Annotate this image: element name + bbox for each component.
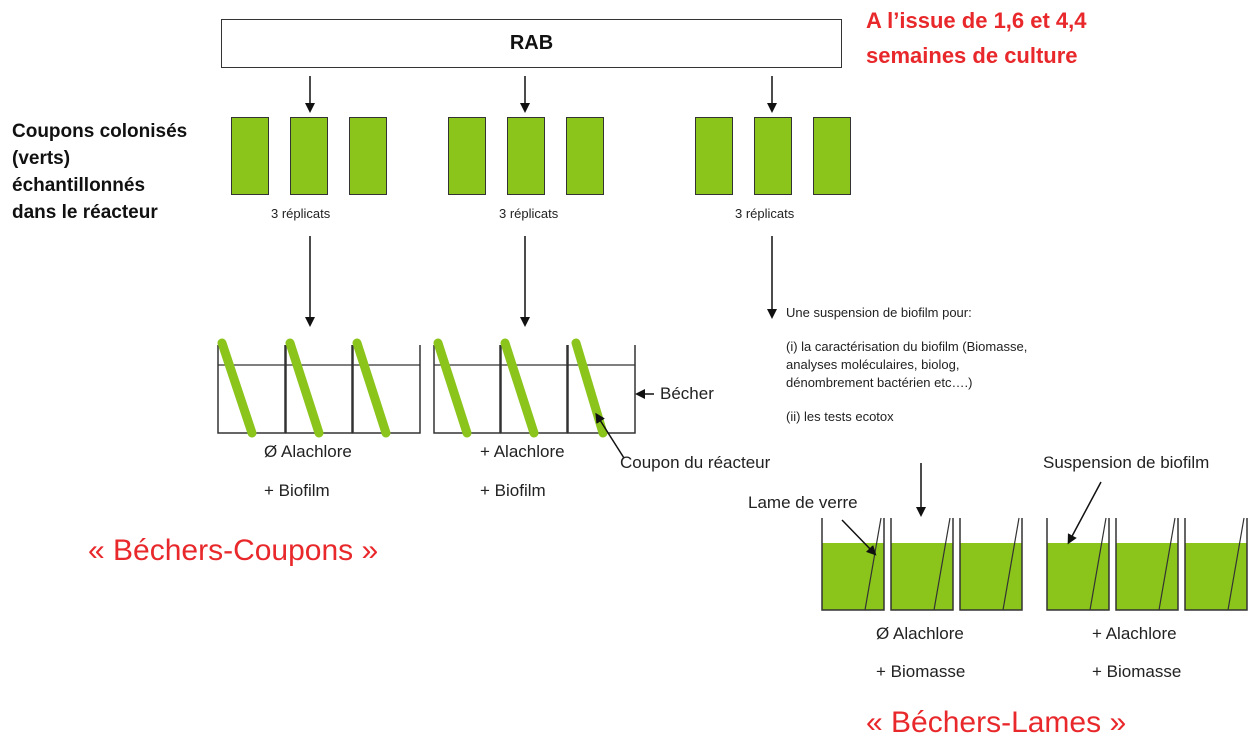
- bechers-lames-title: « Béchers-Lames »: [866, 706, 1127, 739]
- coupon-g1-1: [231, 117, 269, 195]
- lames-group1-line2: + Biomasse: [876, 662, 966, 681]
- coupon-g2-3: [566, 117, 604, 195]
- suspension-line-1: Une suspension de biofilm pour:: [786, 305, 972, 320]
- coupon-g1-3: [349, 117, 387, 195]
- suspension-line-4: dénombrement bactérien etc….): [786, 375, 973, 390]
- pointer-suspension: [1067, 481, 1102, 545]
- left-label-line-3: échantillonnés: [12, 175, 146, 196]
- replicates-label-2: 3 réplicats: [499, 206, 559, 221]
- coupons-group1-line2: + Biofilm: [264, 481, 330, 500]
- left-label-line-1: Coupons colonisés: [12, 121, 188, 142]
- coupon-g3-2: [754, 117, 792, 195]
- beaker-lame-5: [1115, 517, 1179, 611]
- replicates-label-1: 3 réplicats: [271, 206, 331, 221]
- rab-box: RAB: [221, 19, 842, 68]
- suspension-biofilm-label: Suspension de biofilm: [1043, 453, 1210, 472]
- timing-line-2: semaines de culture: [866, 43, 1078, 68]
- pointer-coupon: [595, 412, 625, 459]
- replicates-label-3: 3 réplicats: [735, 206, 795, 221]
- beaker-lame-6: [1184, 517, 1248, 611]
- coupon-g3-3: [813, 117, 851, 195]
- beaker-coupon-4: [433, 338, 501, 438]
- lames-group2-line2: + Biomasse: [1092, 662, 1182, 681]
- coupon-g3-1: [695, 117, 733, 195]
- coupon-g2-2: [507, 117, 545, 195]
- suspension-line-2: (i) la caractérisation du biofilm (Bioma…: [786, 339, 1028, 354]
- pointer-lame: [841, 519, 877, 556]
- rab-label: RAB: [509, 32, 554, 54]
- coupon-g1-2: [290, 117, 328, 195]
- coupons-group2-line2: + Biofilm: [480, 481, 546, 500]
- beaker-lame-4: [1046, 517, 1110, 611]
- beaker-lame-2: [890, 517, 954, 611]
- lame-verre-label: Lame de verre: [748, 493, 858, 512]
- coupons-group2-line1: + Alachlore: [480, 442, 565, 461]
- suspension-line-3: analyses moléculaires, biolog,: [786, 357, 960, 372]
- coupon-reacteur-label: Coupon du réacteur: [620, 453, 771, 472]
- beaker-lame-3: [959, 517, 1023, 611]
- lames-group2-line1: + Alachlore: [1092, 624, 1177, 643]
- bechers-coupons-title: « Béchers-Coupons »: [88, 534, 379, 567]
- coupon-g2-1: [448, 117, 486, 195]
- left-label-line-4: dans le réacteur: [12, 202, 158, 223]
- suspension-line-5: (ii) les tests ecotox: [786, 409, 894, 424]
- becher-label: Bécher: [660, 384, 714, 403]
- beaker-coupon-5: [500, 338, 568, 438]
- lames-group1-line1: Ø Alachlore: [876, 624, 964, 643]
- timing-line-1: A l’issue de 1,6 et 4,4: [866, 8, 1087, 33]
- beaker-coupon-1: [217, 338, 286, 438]
- coupons-group1-line1: Ø Alachlore: [264, 442, 352, 461]
- beaker-coupon-6: [567, 338, 636, 438]
- beaker-coupon-2: [285, 338, 353, 438]
- beaker-coupon-3: [352, 338, 421, 438]
- left-label-line-2: (verts): [12, 148, 71, 169]
